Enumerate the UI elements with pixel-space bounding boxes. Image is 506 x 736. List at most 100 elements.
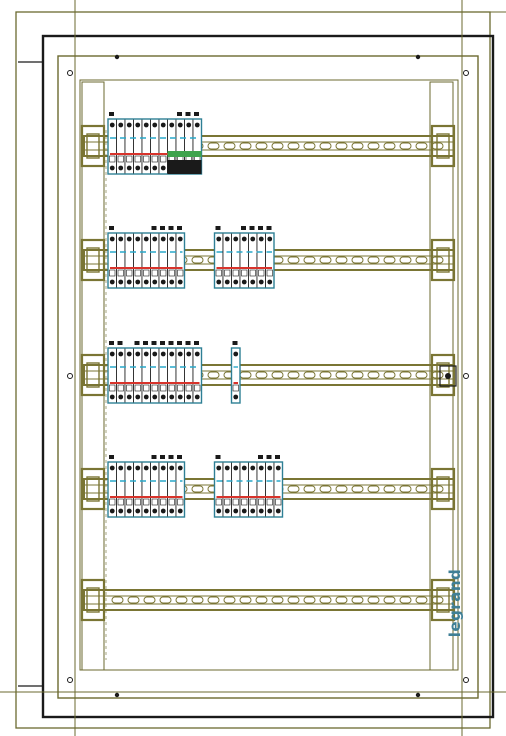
terminal-screw [233,394,239,400]
terminal-screw [152,165,158,171]
terminal-screw [186,394,192,400]
toggle [117,155,124,163]
terminal-screw [109,351,115,357]
rail-slot [143,596,156,604]
toggle [117,384,124,392]
toggle [143,269,150,277]
module-label-tab [109,455,114,459]
toggle [168,498,175,506]
terminal-screw [143,279,149,285]
toggle [185,384,192,392]
toggle [232,384,239,392]
toggle [215,269,222,277]
terminal-block [167,160,202,174]
terminal-screw [143,351,149,357]
device-group [213,455,284,518]
terminal-screw [135,122,141,128]
module-label-tab [258,226,263,230]
terminal-screw [233,279,239,285]
toggle [134,269,141,277]
rail-slot [319,142,332,150]
rail-slot [127,596,140,604]
rail-slot [415,256,428,264]
rail-slot [207,142,220,150]
rail-slot [335,256,348,264]
terminal-screw [135,236,141,242]
terminal-screw [241,279,247,285]
end-bracket-inner [86,362,100,388]
terminal-screw [126,279,132,285]
terminal-screw [241,236,247,242]
terminal-screw [109,465,115,471]
module-label-tab [160,455,165,459]
module-label-tab [177,341,182,345]
mounting-hole [67,677,73,683]
terminal-screw [224,236,230,242]
rail-slot [367,142,380,150]
toggle [160,269,167,277]
rail-slot [255,371,268,379]
end-bracket [430,467,456,511]
terminal-screw [258,508,264,514]
rail-slot [367,596,380,604]
rail-slot [287,371,300,379]
outer-door-outline [15,11,491,729]
terminal-screw [126,236,132,242]
module-label-tab [194,112,199,116]
terminal-screw [194,394,200,400]
rail-slot [351,142,364,150]
toggle [109,155,116,163]
terminal-screw [152,279,158,285]
device-group [230,341,241,404]
toggle [215,498,222,506]
rail-slot [351,371,364,379]
terminal-screw [118,508,124,514]
terminal-screw [160,236,166,242]
end-bracket-inner [436,247,450,273]
rail-slot [383,371,396,379]
module-label-tab [177,112,182,116]
terminal-screw [275,465,281,471]
fixing-screw [114,692,120,698]
device-group [107,112,203,175]
terminal-screw [267,465,273,471]
rail-slot [255,142,268,150]
mounting-plate [57,55,479,699]
toggle [109,269,116,277]
toggle [266,269,273,277]
toggle [126,269,133,277]
rail-slot [303,485,316,493]
rail-slot [351,256,364,264]
din-rails [80,112,457,622]
toggle [224,498,231,506]
module-label-tab [134,341,140,345]
terminal-screw [135,508,141,514]
terminal-screw [126,394,132,400]
module-label-tab [275,455,280,459]
terminal-screw [169,351,175,357]
terminal-screw [135,465,141,471]
module-label-tab [143,341,148,345]
terminal-screw [177,236,183,242]
terminal-screw [143,465,149,471]
terminal-screw [126,351,132,357]
end-bracket [80,578,106,622]
rail-slot [191,256,204,264]
rail-slot [383,256,396,264]
terminal-screw [126,122,132,128]
end-bracket-inner [86,587,100,613]
rail-slot [303,256,316,264]
end-bracket-inner [436,587,450,613]
end-bracket-inner [86,247,100,273]
terminal-screw [258,279,264,285]
rail-slot [335,371,348,379]
toggle [126,498,133,506]
module-label-tab [177,226,182,230]
toggle [266,498,273,506]
toggle [117,498,124,506]
toggle [275,498,282,506]
rail-slot [287,596,300,604]
fixing-screw [415,692,421,698]
din-rail-3 [80,353,456,397]
terminal-screw [177,122,183,128]
